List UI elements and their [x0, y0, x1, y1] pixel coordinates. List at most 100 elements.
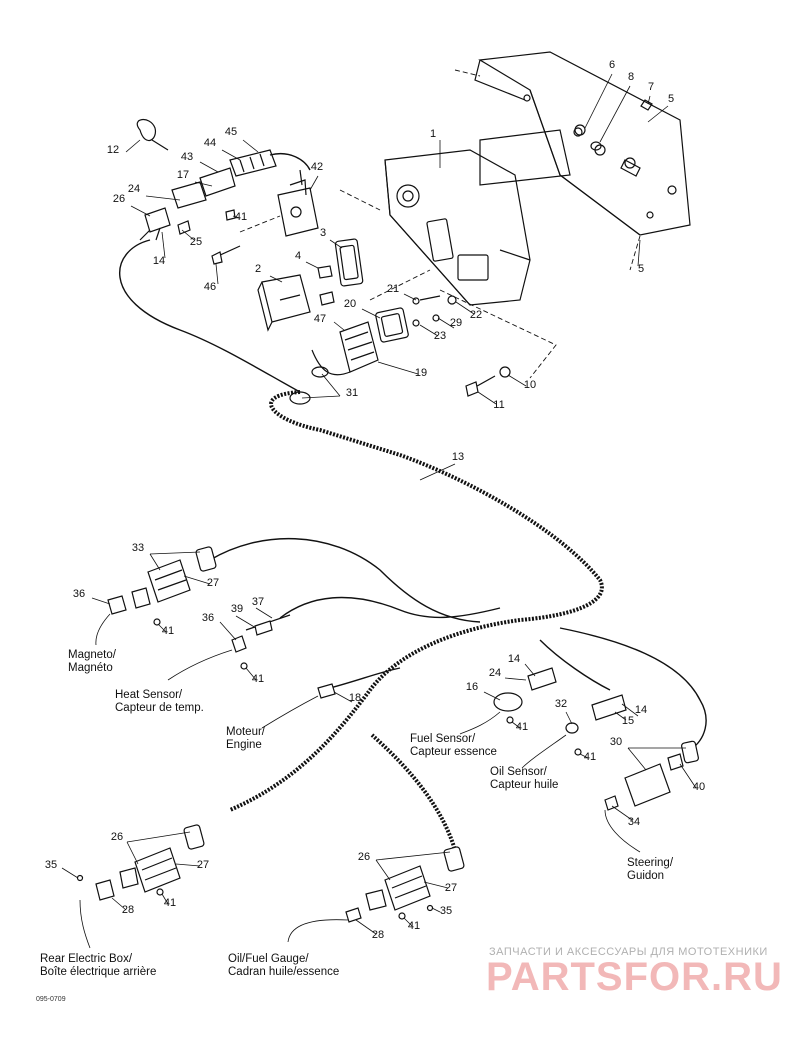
caption-engine-line2: Engine — [226, 739, 262, 751]
caption-magneto-line2: Magnéto — [68, 662, 113, 674]
callout-41: 41 — [252, 673, 264, 685]
callout-41: 41 — [584, 751, 596, 763]
callout-30: 30 — [610, 736, 622, 748]
fuel-sensor-connectors — [493, 667, 557, 724]
callout-26: 26 — [111, 831, 123, 843]
callout-32: 32 — [555, 698, 567, 710]
callout-26: 26 — [113, 193, 125, 205]
caption-rear-box-line1: Rear Electric Box/ — [40, 953, 133, 965]
callout-25: 25 — [190, 236, 202, 248]
callout-10: 10 — [524, 379, 536, 391]
callout-27: 27 — [207, 577, 219, 589]
assembly-line-d — [369, 269, 431, 301]
callout-23: 23 — [434, 330, 446, 342]
callout-27: 27 — [197, 859, 209, 871]
callout-13: 13 — [452, 451, 464, 463]
assembly-line-e — [629, 235, 641, 271]
callout-41: 41 — [235, 211, 247, 223]
oil-sensor-connectors — [565, 694, 627, 756]
rectifier-2 — [257, 274, 311, 332]
heat-sensor-connectors — [231, 614, 291, 670]
caption-gauge-line1: Oil/Fuel Gauge/ — [228, 953, 309, 965]
caption-oil-sensor-line1: Oil Sensor/ — [490, 766, 548, 778]
bracket-hardware — [573, 99, 653, 177]
callout-3: 3 — [320, 227, 326, 239]
rear-box-connectors — [76, 824, 205, 901]
steering-connectors — [604, 740, 699, 811]
callout-numbers: 1234556781011121314141415161718192021222… — [45, 59, 705, 941]
callout-27: 27 — [445, 882, 457, 894]
caption-steering-line1: Steering/ — [627, 857, 674, 869]
callout-8: 8 — [628, 71, 634, 83]
caption-heat-sensor-line2: Capteur de temp. — [115, 702, 204, 714]
callout-36: 36 — [202, 612, 214, 624]
callout-35: 35 — [45, 859, 57, 871]
terminal-group-top — [136, 119, 311, 241]
wire-heat-sensor — [279, 596, 501, 619]
clip-4 — [317, 265, 335, 306]
caption-rear-box-line2: Boîte électrique arrière — [40, 966, 156, 978]
harness-branch-gauge — [370, 733, 457, 851]
reference-code: 095-0709 — [36, 996, 66, 1003]
fasteners — [211, 245, 511, 397]
callout-24: 24 — [128, 183, 140, 195]
callout-leaders — [61, 73, 697, 935]
callout-41: 41 — [516, 721, 528, 733]
wire-right-branch — [559, 627, 707, 751]
caption-fuel-sensor-line2: Capteur essence — [410, 746, 497, 758]
callout-46: 46 — [204, 281, 216, 293]
caption-arrows — [79, 613, 641, 949]
callout-29: 29 — [450, 317, 462, 329]
callout-15: 15 — [622, 715, 634, 727]
callout-33: 33 — [132, 542, 144, 554]
seal-20 — [375, 307, 409, 343]
callout-44: 44 — [204, 137, 216, 149]
callout-22: 22 — [470, 309, 482, 321]
callout-5: 5 — [638, 263, 644, 275]
callout-20: 20 — [344, 298, 356, 310]
callout-31: 31 — [346, 387, 358, 399]
callout-4: 4 — [295, 250, 301, 262]
callout-14: 14 — [635, 704, 647, 716]
callout-34: 34 — [628, 816, 640, 828]
relay-42 — [277, 169, 319, 237]
caption-steering-line2: Guidon — [627, 870, 664, 882]
callout-11: 11 — [493, 399, 504, 411]
wire-magneto — [209, 538, 481, 623]
callout-41: 41 — [164, 897, 176, 909]
caption-fuel-sensor-line1: Fuel Sensor/ — [410, 733, 476, 745]
grommet-31 — [289, 366, 329, 405]
callout-2: 2 — [255, 263, 261, 275]
callout-21: 21 — [387, 283, 399, 295]
main-harness — [229, 390, 604, 812]
gauge-connectors — [345, 846, 465, 923]
callout-26: 26 — [358, 851, 370, 863]
callout-41: 41 — [162, 625, 174, 637]
callout-19: 19 — [415, 367, 427, 379]
callout-6: 6 — [609, 59, 615, 71]
watermark-logo: PARTSFOR.RU — [486, 955, 783, 999]
callout-28: 28 — [122, 904, 134, 916]
assembly-line-b — [339, 189, 381, 211]
watermark-tagline: ЗАПЧАСТИ И АКСЕССУАРЫ ДЛЯ МОТОТЕХНИКИ — [489, 946, 768, 958]
wire-engine — [329, 667, 401, 689]
caption-engine-line1: Moteur/ — [226, 726, 266, 738]
callout-12: 12 — [107, 144, 119, 156]
caption-heat-sensor-line1: Heat Sensor/ — [115, 689, 183, 701]
callout-41: 41 — [408, 920, 420, 932]
connector-3 — [334, 238, 364, 287]
magneto-connectors — [107, 546, 217, 626]
callout-14: 14 — [508, 653, 520, 665]
caption-magneto-line1: Magneto/ — [68, 649, 117, 661]
callout-7: 7 — [648, 81, 654, 93]
callout-17: 17 — [177, 169, 189, 181]
control-module-1 — [384, 149, 531, 306]
callout-47: 47 — [314, 313, 326, 325]
callout-5: 5 — [668, 93, 674, 105]
callout-40: 40 — [693, 781, 705, 793]
harness-loop-left — [119, 239, 301, 393]
callout-18: 18 — [349, 692, 361, 704]
callout-42: 42 — [311, 161, 323, 173]
